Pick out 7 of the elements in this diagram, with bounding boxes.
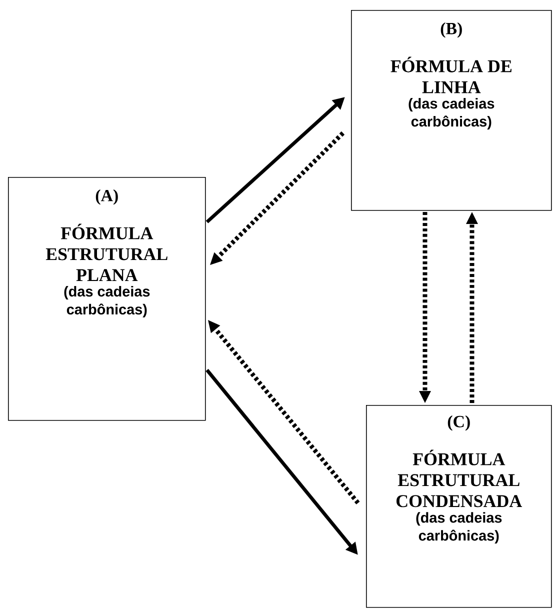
arrow [466,212,478,403]
arrow [419,212,431,403]
box: (C) FÓRMULA ESTRUTURAL CONDENSADA (das cadeias carbônicas) [366,405,552,608]
box: (A) FÓRMULA ESTRUTURAL PLANA (das cadeias carbônicas) [8,177,206,421]
box: (B) FÓRMULA DE LINHA (das cadeias carbônicas) [351,10,552,211]
arrow [210,131,345,265]
arrow [208,320,360,504]
